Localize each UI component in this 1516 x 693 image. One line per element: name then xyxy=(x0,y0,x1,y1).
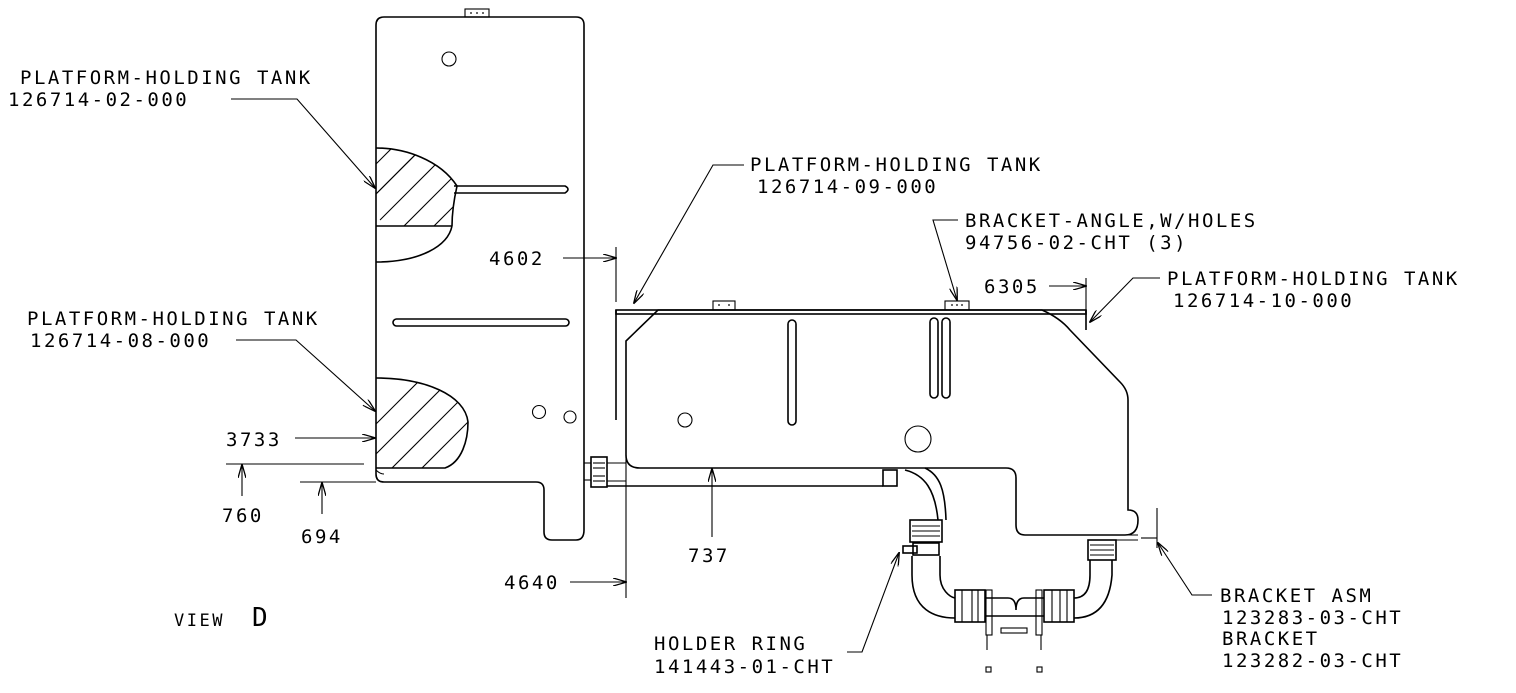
lower-section-hatch xyxy=(376,378,468,468)
dimension-4640: 4640 xyxy=(504,572,560,594)
callout-tank-09-part: 126714-09-000 xyxy=(757,176,938,198)
dimension-737: 737 xyxy=(688,545,730,567)
leader-lines xyxy=(231,98,1212,653)
callout-bracket-asm-part: 123283-03-CHT xyxy=(1222,607,1403,629)
dimension-3733: 3733 xyxy=(226,429,282,451)
right-tank-outline xyxy=(607,300,1139,536)
callout-tank-08-part: 126714-08-000 xyxy=(30,330,211,352)
dimension-6305: 6305 xyxy=(984,276,1040,298)
callout-tank-10-part: 126714-10-000 xyxy=(1173,290,1354,312)
callout-tank-02-name: PLATFORM-HOLDING TANK xyxy=(20,67,313,89)
upper-section-hatch xyxy=(376,148,457,226)
callout-tank-09-name: PLATFORM-HOLDING TANK xyxy=(750,154,1043,176)
plumbing-assembly xyxy=(902,467,1138,673)
callout-bracket-angle-part: 94756-02-CHT (3) xyxy=(965,232,1188,254)
view-letter: D xyxy=(252,603,270,633)
callout-bracket-part: 123282-03-CHT xyxy=(1222,650,1403,672)
dimension-760: 760 xyxy=(222,505,264,527)
dimension-694: 694 xyxy=(301,526,343,548)
view-label: VIEW xyxy=(174,611,225,631)
dimension-4602: 4602 xyxy=(489,248,545,270)
callout-holder-ring-name: HOLDER RING xyxy=(654,633,807,655)
callout-bracket-angle-name: BRACKET-ANGLE,W/HOLES xyxy=(965,210,1258,232)
callout-bracket-name: BRACKET xyxy=(1222,628,1320,650)
callout-tank-10-name: PLATFORM-HOLDING TANK xyxy=(1167,268,1460,290)
callout-tank-08-name: PLATFORM-HOLDING TANK xyxy=(27,308,320,330)
callout-tank-02-part: 126714-02-000 xyxy=(8,89,189,111)
callout-holder-ring-part: 141443-01-CHT xyxy=(654,656,835,678)
callout-bracket-asm-name: BRACKET ASM xyxy=(1220,585,1373,607)
left-tank-outline xyxy=(375,8,585,541)
coupler-left xyxy=(584,456,626,488)
